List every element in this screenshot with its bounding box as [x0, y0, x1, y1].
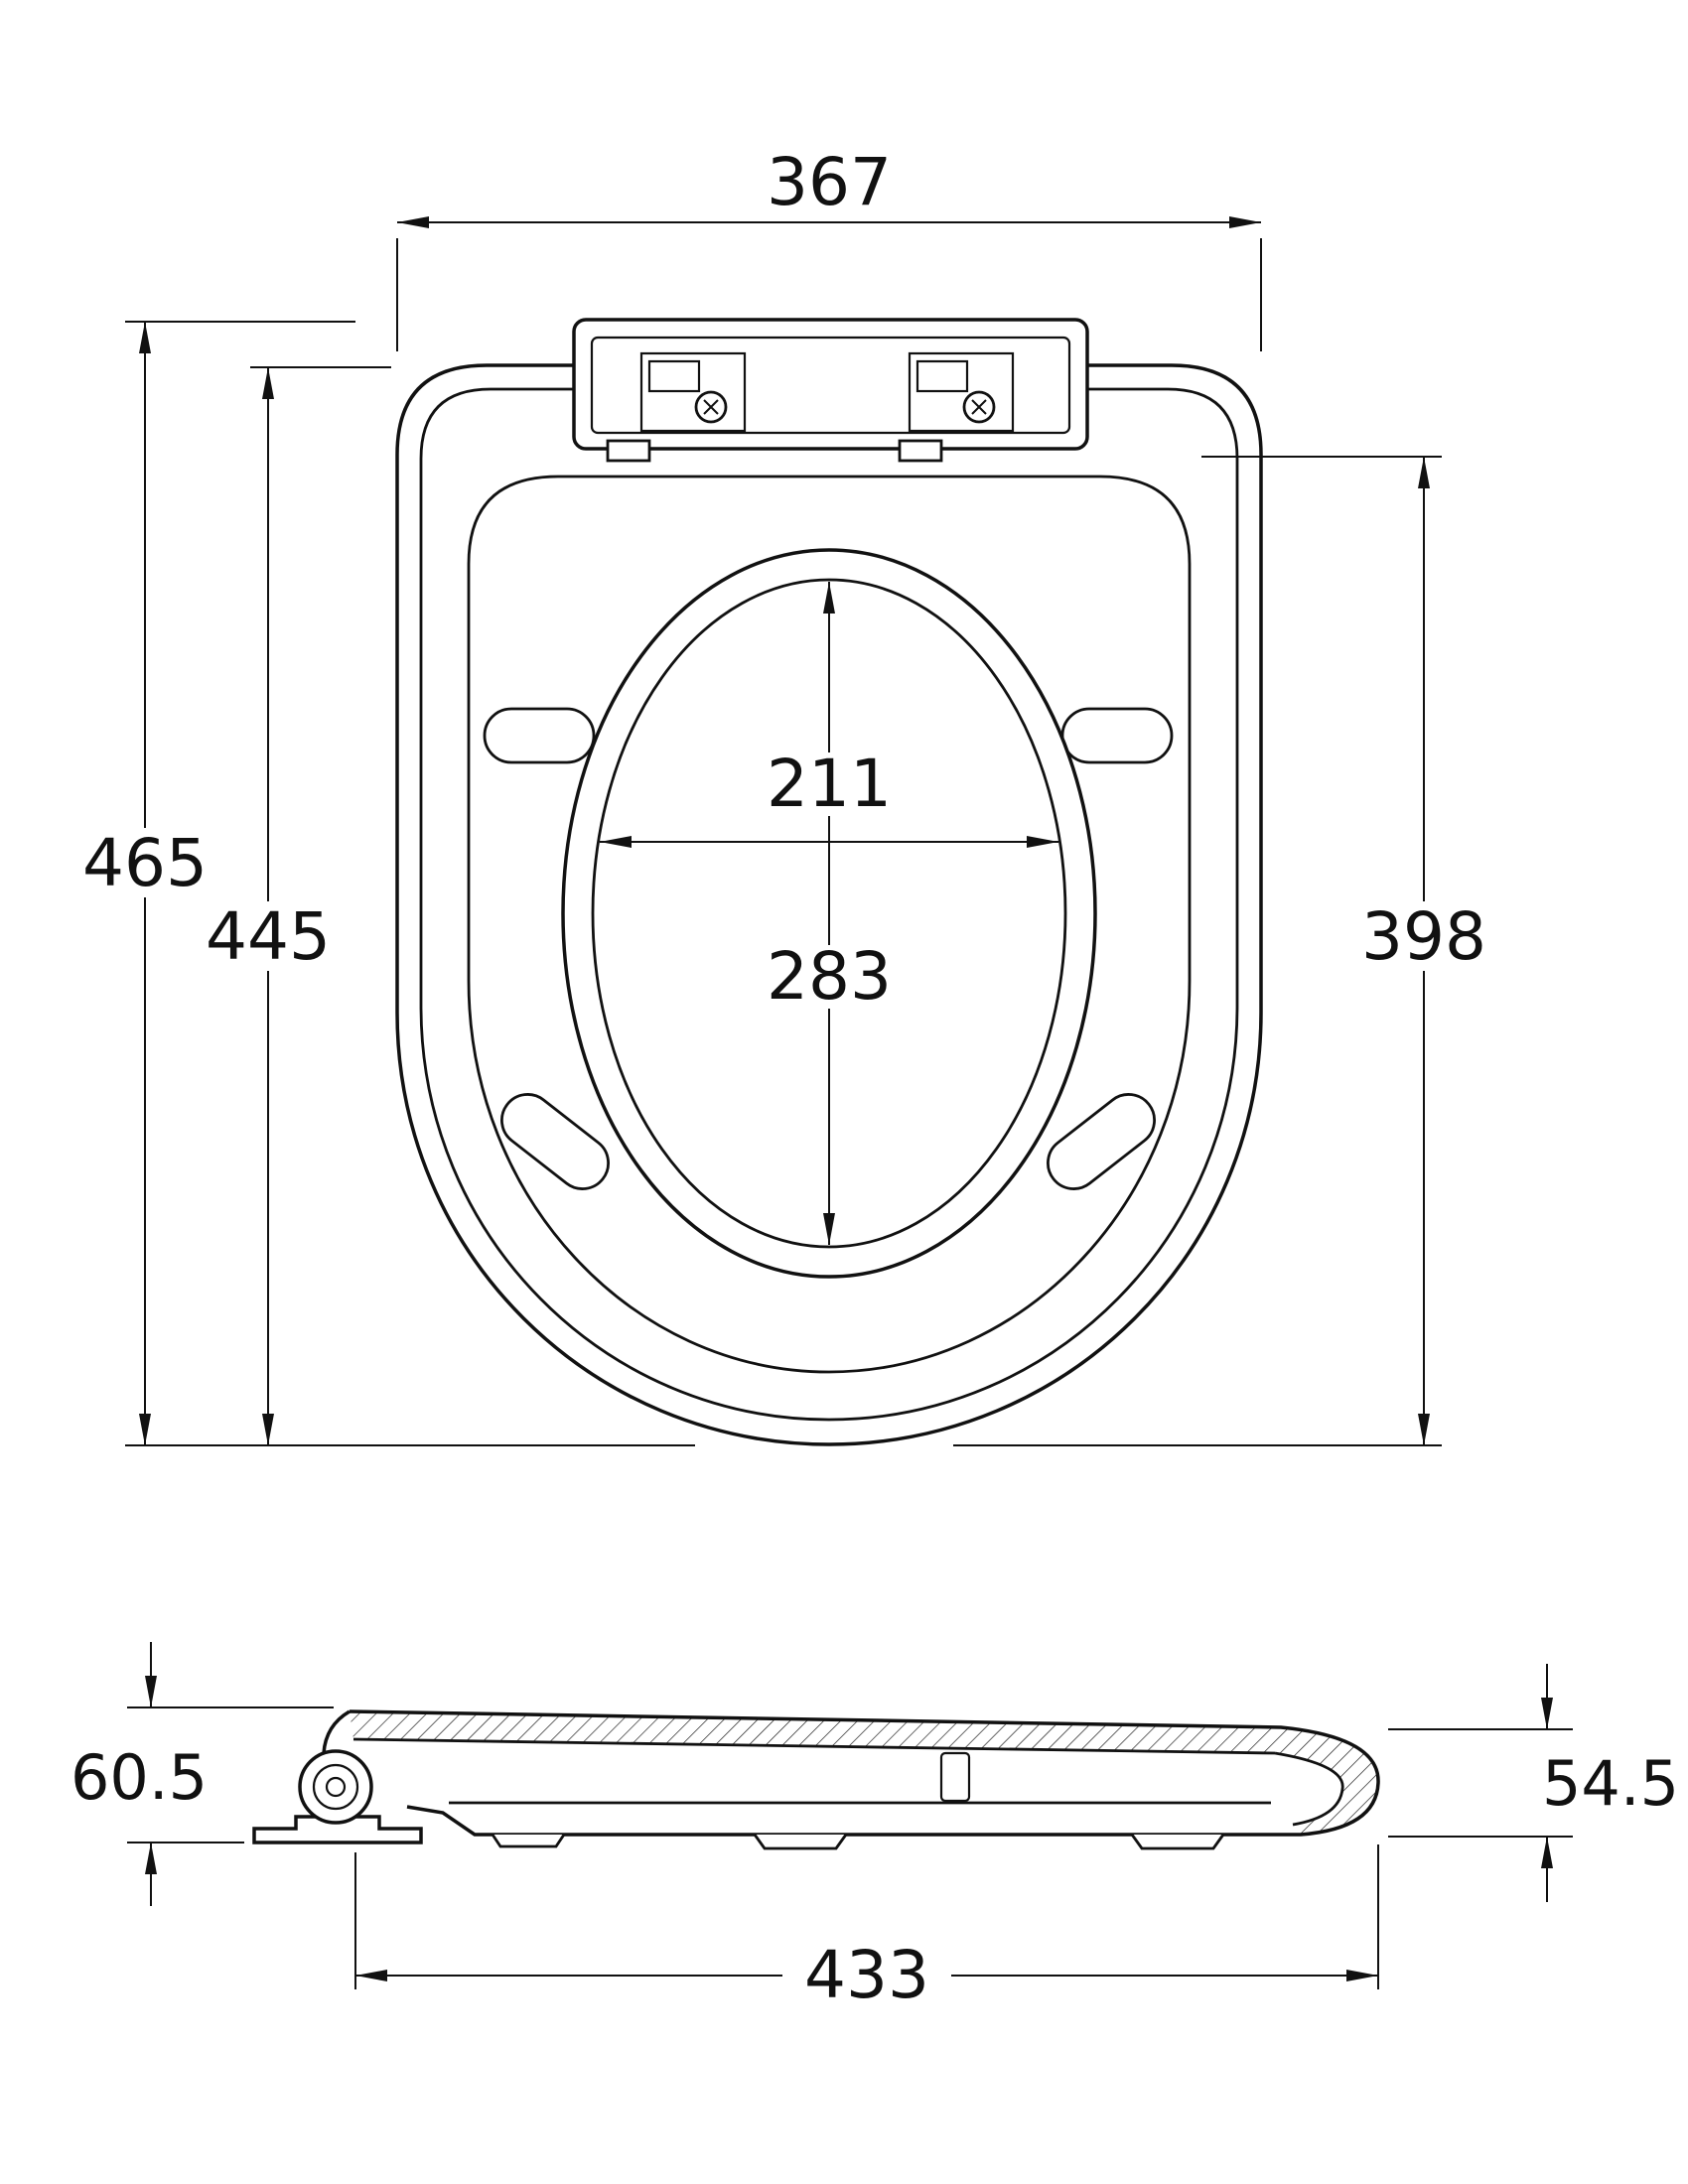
foot-middle: [753, 1834, 848, 1850]
dim-overall-width: 367: [396, 144, 1262, 351]
dim-overall-length: 465: [62, 321, 695, 1446]
hinge-tab-left: [606, 439, 651, 463]
hinge-profile: [252, 1749, 423, 1844]
hinge-barrel-mid: [312, 1763, 359, 1811]
opening-inner-edge: [591, 578, 1067, 1249]
mounting-bracket: [252, 1815, 423, 1844]
hinge-fixing-left: [639, 351, 747, 433]
dim-opening: 211 283: [600, 582, 1058, 1245]
bumper-bottom-right: [1047, 1093, 1156, 1190]
hinge-plate: [572, 318, 1089, 463]
dim-label-height-front-end: 54.5: [1542, 1747, 1679, 1820]
profile-outer-edge: [349, 1709, 1380, 1837]
bumper-left: [483, 707, 596, 764]
hinge-tab-right: [898, 439, 943, 463]
profile-section-underside: [352, 1737, 1276, 1755]
seat-ring-edge: [467, 475, 1192, 1374]
dim-label-body-length: 398: [1361, 898, 1486, 975]
dim-label-seat-length: 445: [206, 898, 331, 975]
hinge-barrel-outer: [298, 1749, 373, 1825]
side-view: 60.5 54.5 433: [70, 1642, 1679, 2013]
hinge-fixing-right: [908, 351, 1015, 433]
foot-left: [491, 1834, 566, 1848]
profile-nose-inner: [1274, 1751, 1344, 1827]
dim-label-seat-depth: 433: [804, 1937, 929, 2013]
dim-label-height-hinge-end: 60.5: [70, 1741, 208, 1814]
seat-bumpers: [483, 707, 1174, 1190]
foot-right: [1130, 1834, 1225, 1850]
dim-height-hinge-end: 60.5: [70, 1642, 334, 1906]
dim-label-opening-length: 283: [767, 938, 892, 1015]
dim-height-front-end: 54.5: [1388, 1664, 1679, 1902]
dim-label-overall-width: 367: [767, 144, 892, 220]
profile-left-face: [322, 1709, 351, 1754]
dim-body-length: 398: [953, 456, 1509, 1446]
seat-profile: [322, 1709, 1380, 1850]
lid-edge-line: [419, 387, 1239, 1422]
dim-seat-length: 445: [187, 366, 391, 1445]
bumper-right: [1060, 707, 1174, 764]
section-hatch: [350, 1711, 1379, 1835]
dim-label-overall-length: 465: [82, 825, 208, 901]
top-view: 367 465 445 398: [62, 144, 1509, 1446]
hinge-plate-inner-line: [590, 336, 1071, 435]
dim-label-opening-width: 211: [767, 746, 892, 822]
bumper-bottom-left: [500, 1093, 610, 1190]
buffer-slot: [939, 1751, 971, 1803]
hinge-plate-outer: [572, 318, 1089, 451]
hinge-pin: [325, 1776, 347, 1798]
dim-seat-depth: 433: [354, 1844, 1379, 2013]
